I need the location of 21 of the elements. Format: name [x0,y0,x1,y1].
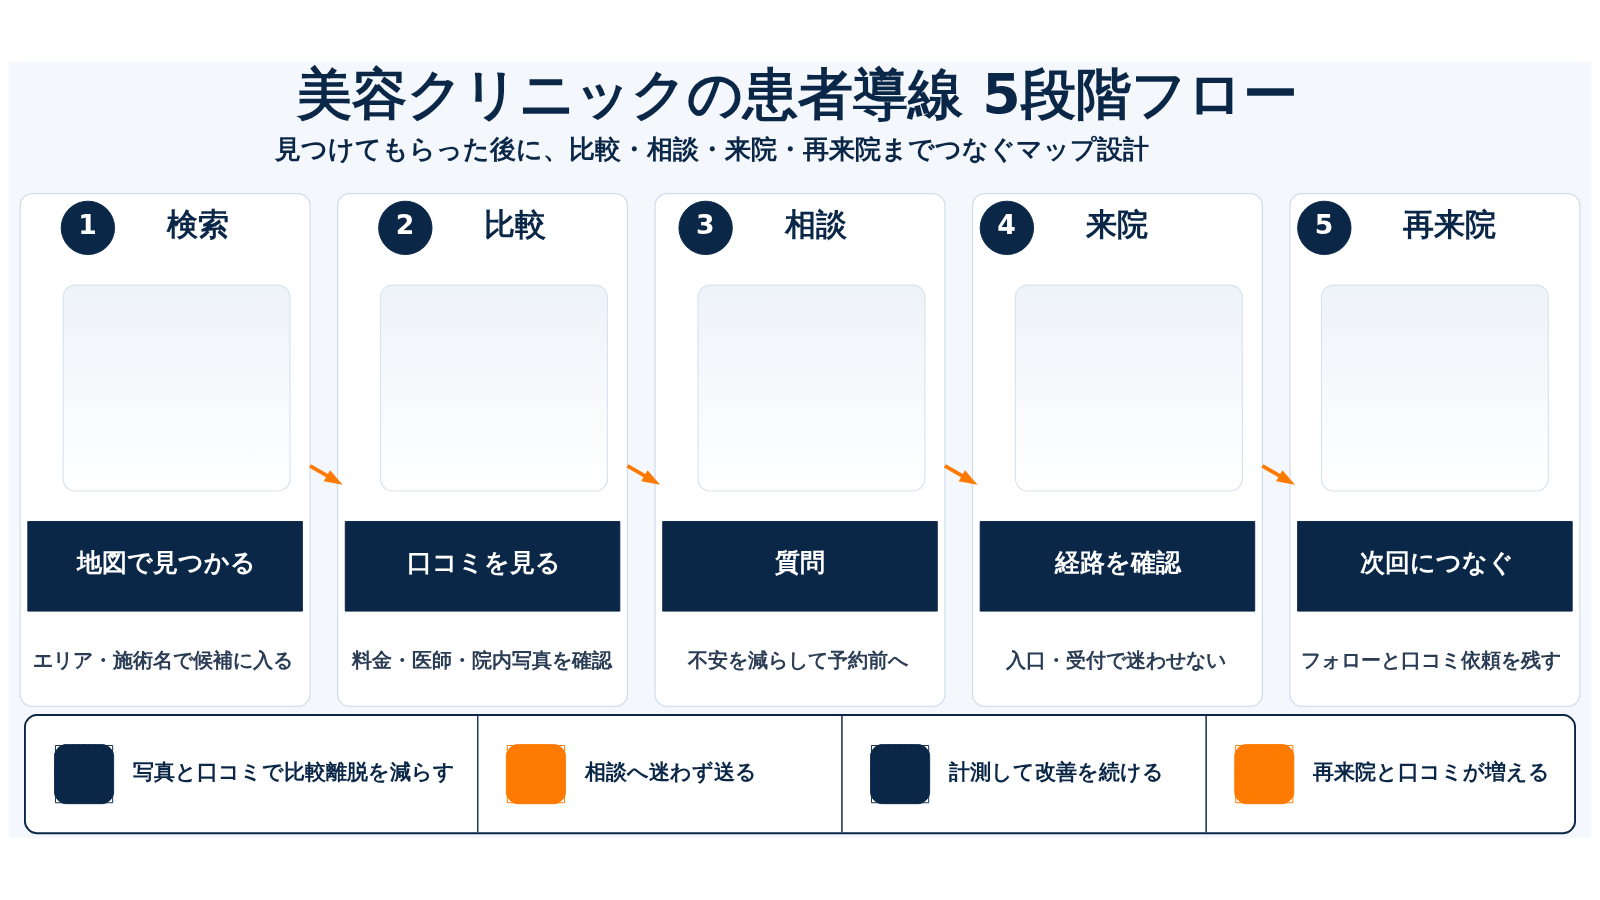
label: 見つけてもらった後に、比較・相談・来院・再来院までつなぐマップ設計 [274,133,1149,164]
node-circle: 2 [378,200,433,256]
arrow [943,464,978,485]
node-circle: 5 [1297,200,1352,256]
arrow [626,464,661,485]
node-box: 質問 [662,521,938,612]
node-picture [62,284,291,492]
node-picture [1014,284,1243,492]
node-circle: 4 [979,200,1035,256]
node-box: 次回につなぐ [1297,521,1573,612]
node-box: 口コミを見る [344,521,621,612]
arrow [1261,464,1295,485]
node-picture [379,284,608,492]
node-box: 地図で見つかる [27,521,303,612]
node-picture [697,284,926,492]
node-circle: 3 [678,200,733,256]
diagram-title: 美容クリニックの患者導線 5段階フロー [297,61,1298,126]
node-circle: 1 [60,200,116,256]
arrow [309,464,343,485]
node-picture [1320,284,1549,492]
node-box: 経路を確認 [979,521,1256,612]
